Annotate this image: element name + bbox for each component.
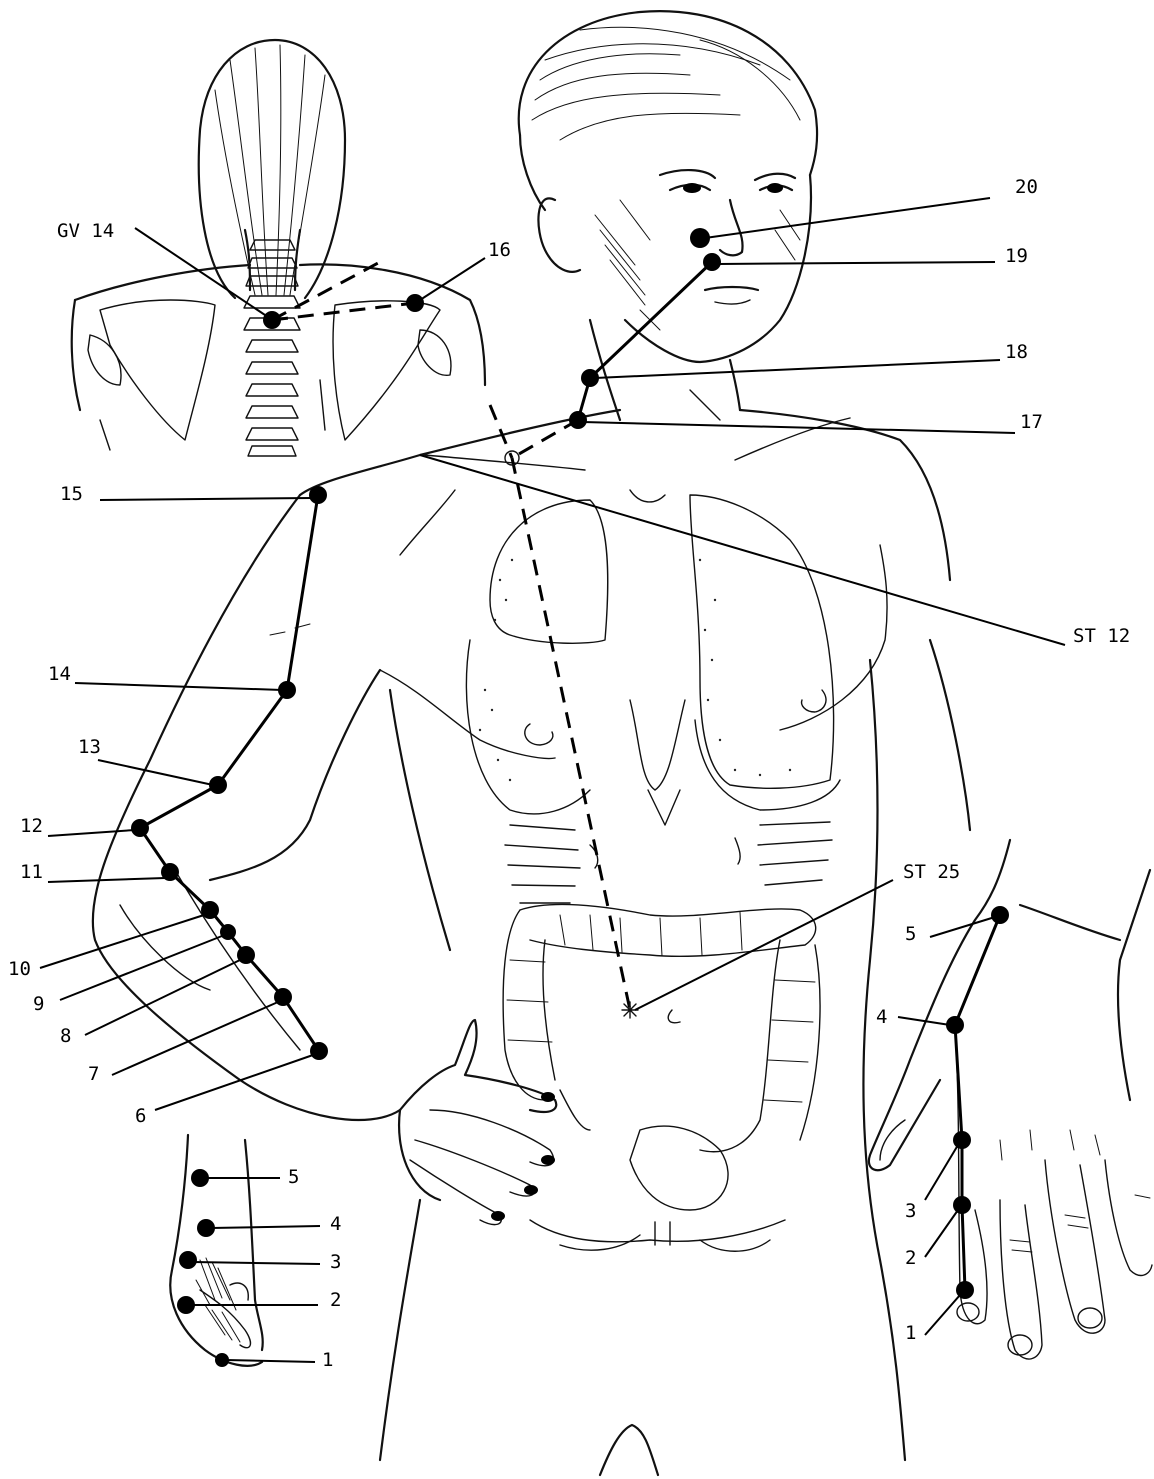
label-11: 11: [20, 861, 43, 883]
acupoint-li16: [406, 294, 424, 312]
acupoints-main: [131, 228, 721, 1060]
back-view-figure: [72, 40, 485, 456]
acupoint-li19: [703, 253, 721, 271]
label-hand-l-4: 4: [330, 1213, 341, 1235]
leader-lines-main: [40, 198, 1065, 1110]
label-hand-l-3: 3: [330, 1251, 341, 1273]
label-hand-l-2: 2: [330, 1289, 341, 1311]
label-13: 13: [78, 736, 101, 758]
acupoint-hand-r-2: [953, 1196, 971, 1214]
label-hand-r-3: 3: [905, 1200, 916, 1222]
label-hand-r-2: 2: [905, 1247, 916, 1269]
label-hand-r-5: 5: [905, 923, 916, 945]
main-figure-torso: [300, 410, 970, 1475]
acupoint-gv14: [263, 311, 281, 329]
acupoint-li8: [237, 946, 255, 964]
main-figure-head: [519, 11, 817, 420]
spine-vertebrae: [244, 240, 300, 456]
label-hand-l-5: 5: [288, 1166, 299, 1188]
label-hand-r-4: 4: [876, 1006, 887, 1028]
acupoint-li10: [201, 901, 219, 919]
label-16: 16: [488, 239, 511, 261]
label-17: 17: [1020, 411, 1043, 433]
acupoint-li12: [131, 819, 149, 837]
acupoint-li17: [569, 411, 587, 429]
label-7: 7: [88, 1063, 99, 1085]
acupoint-hand-r-3: [953, 1131, 971, 1149]
label-9: 9: [33, 993, 44, 1015]
acupoint-li6: [310, 1042, 328, 1060]
acupoint-hand-l-3: [179, 1251, 197, 1269]
label-hand-r-1: 1: [905, 1322, 916, 1344]
label-19: 19: [1005, 245, 1028, 267]
acupoint-hand-r-5: [991, 906, 1009, 924]
label-hand-l-1: 1: [322, 1349, 333, 1371]
label-20: 20: [1015, 176, 1038, 198]
right-hand-inset: [869, 840, 1152, 1359]
label-14: 14: [48, 663, 71, 685]
label-st12: ST 12: [1073, 625, 1130, 647]
label-6: 6: [135, 1105, 146, 1127]
acupoint-li15: [309, 486, 327, 504]
label-st25: ST 25: [903, 861, 960, 883]
label-10: 10: [8, 958, 31, 980]
label-15: 15: [60, 483, 83, 505]
label-gv14: GV 14: [57, 220, 114, 242]
label-12: 12: [20, 815, 43, 837]
acupoint-li9: [220, 924, 236, 940]
label-18: 18: [1005, 341, 1028, 363]
label-8: 8: [60, 1025, 71, 1047]
